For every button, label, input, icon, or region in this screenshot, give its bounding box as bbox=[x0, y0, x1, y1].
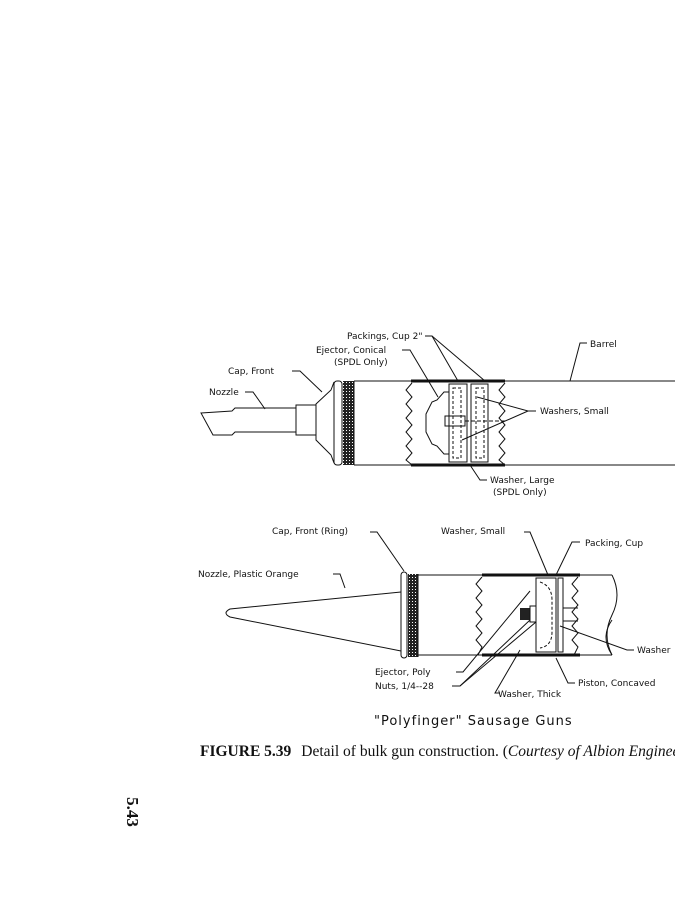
top-nozzle-hub bbox=[295, 404, 317, 436]
top-band bbox=[343, 381, 354, 465]
label-barrel: Barrel bbox=[590, 340, 617, 350]
label-piston: Piston, Concaved bbox=[578, 679, 655, 689]
label-cap-front: Cap, Front bbox=[228, 367, 274, 377]
top-leaders bbox=[245, 335, 587, 481]
page-number: 5.43 bbox=[122, 797, 142, 827]
caption-credit: Courtesy of Albion Enginee bbox=[507, 743, 675, 760]
label-washer-thick: Washer, Thick bbox=[498, 690, 562, 700]
label-washer: Washer bbox=[637, 646, 671, 656]
label-ejector-poly: Ejector, Poly bbox=[375, 668, 431, 678]
caption-text: Detail of bulk gun construction. ( bbox=[301, 743, 508, 760]
top-cap-front bbox=[315, 381, 335, 464]
top-gun bbox=[200, 379, 675, 467]
label-ejector-note: (SPDL Only) bbox=[334, 358, 388, 368]
bottom-leaders bbox=[333, 531, 634, 694]
label-nuts: Nuts, 1/4--28 bbox=[375, 682, 434, 692]
label-washers-small: Washers, Small bbox=[540, 407, 609, 417]
bottom-band bbox=[408, 574, 418, 657]
label-washer-small: Washer, Small bbox=[441, 527, 505, 537]
diagram-subtitle: "Polyfinger" Sausage Guns bbox=[374, 714, 573, 729]
top-nozzle bbox=[200, 407, 297, 436]
label-nozzle-plastic: Nozzle, Plastic Orange bbox=[198, 570, 299, 580]
label-ejector-conical: Ejector, Conical bbox=[316, 346, 386, 356]
bottom-nozzle bbox=[225, 591, 402, 652]
label-cap-front-ring: Cap, Front (Ring) bbox=[272, 527, 348, 537]
label-washer-large: Washer, Large bbox=[490, 476, 555, 486]
label-packings-cup: Packings, Cup 2" bbox=[347, 332, 422, 342]
figure-caption: FIGURE 5.39 Detail of bulk gun constructi… bbox=[200, 743, 675, 761]
label-packing-cup: Packing, Cup bbox=[585, 539, 643, 549]
caption-number: FIGURE 5.39 bbox=[200, 743, 292, 760]
label-nozzle: Nozzle bbox=[209, 388, 239, 398]
label-washer-large-note: (SPDL Only) bbox=[493, 488, 547, 498]
bottom-gun bbox=[225, 571, 618, 659]
